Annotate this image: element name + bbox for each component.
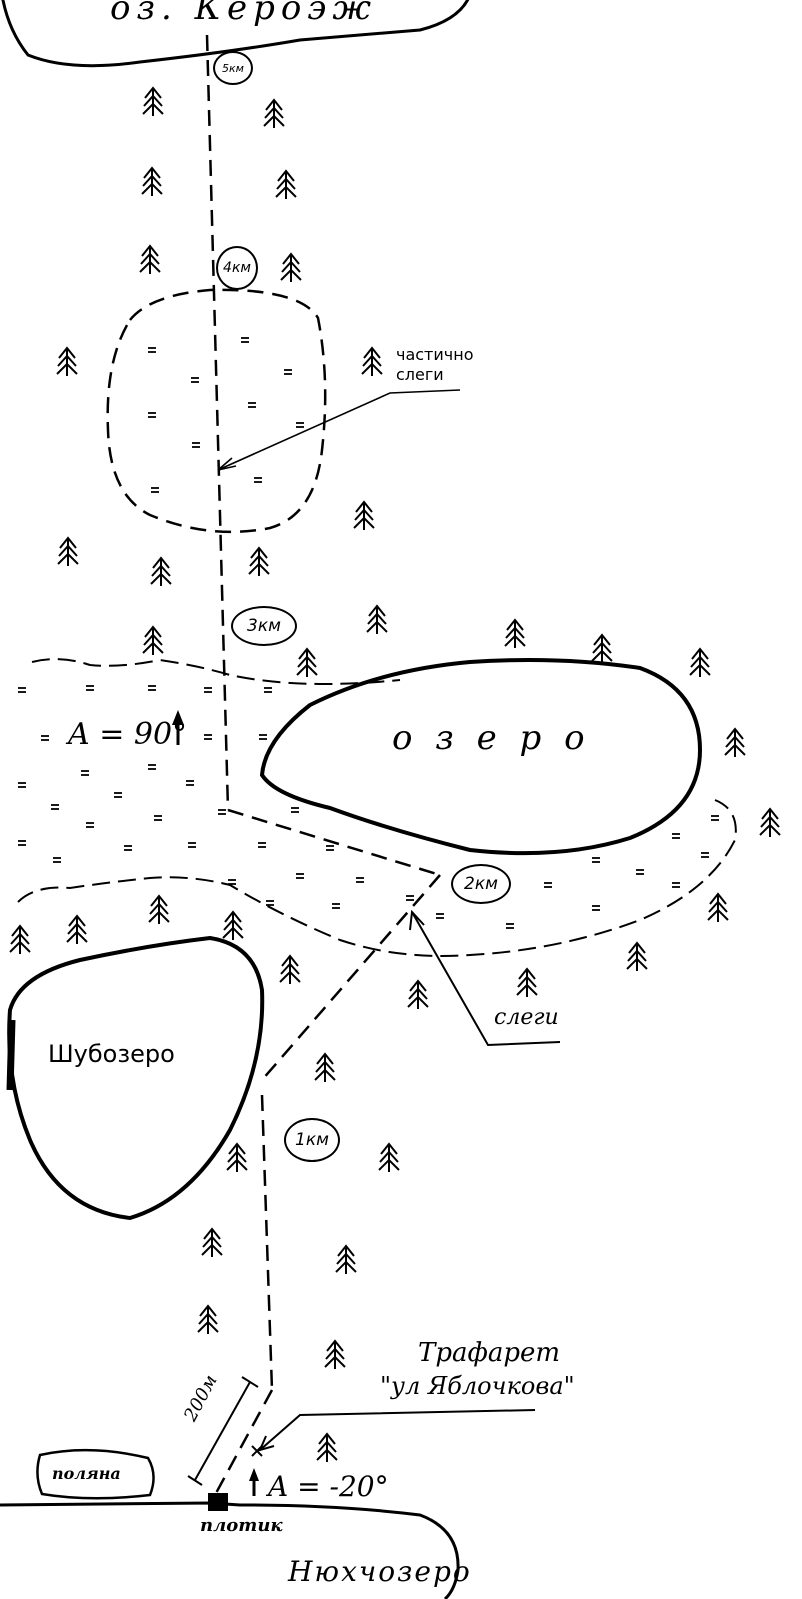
ozero-shore xyxy=(259,658,703,856)
route-turn-east xyxy=(227,808,441,877)
plotik-label: плотик xyxy=(200,1515,283,1536)
route-main-north xyxy=(205,34,230,811)
km-marker-3: 3км xyxy=(231,606,297,646)
slegi-label: слеги xyxy=(494,1005,559,1030)
arrow-icon xyxy=(172,710,184,745)
route-south xyxy=(260,1094,274,1391)
swamp-lower-bottom-edge xyxy=(17,799,737,957)
stencil-mark-icon xyxy=(251,1445,263,1457)
azimuth-south-label: A = -20° xyxy=(268,1470,389,1503)
route-last xyxy=(213,1389,274,1496)
stencil-label-line2: "ул Яблочкова" xyxy=(380,1372,575,1400)
azimuth-north-label: A = 90° xyxy=(68,717,188,752)
top-lake-label: оз. Кероэж xyxy=(110,0,377,28)
shubozero-label: Шубозеро xyxy=(48,1040,175,1068)
shubozero-shore xyxy=(7,935,265,1221)
partial-slegi-label: частично слеги xyxy=(396,345,474,384)
swamp-icons xyxy=(17,337,720,929)
km-marker-2: 2км xyxy=(451,864,511,904)
arrow-icon xyxy=(249,1468,259,1496)
raft-icon xyxy=(208,1493,228,1511)
nyukhchozero-label: Нюхчозеро xyxy=(288,1555,472,1588)
swamp-lower-top-edge xyxy=(31,658,401,685)
nyukhchozero-shore xyxy=(0,1501,460,1599)
km-marker-1: 1км xyxy=(284,1118,340,1162)
tree-icons xyxy=(9,87,781,1463)
km-marker-4: 4км xyxy=(216,246,258,290)
polyana-label: поляна xyxy=(52,1464,121,1483)
polyana-outline xyxy=(36,1448,155,1500)
ozero-label: о з е р о xyxy=(392,718,591,758)
km-marker-5: 5км xyxy=(213,51,253,85)
route-diagonal xyxy=(261,874,441,1081)
stencil-label-line1: Трафарет xyxy=(418,1338,561,1368)
